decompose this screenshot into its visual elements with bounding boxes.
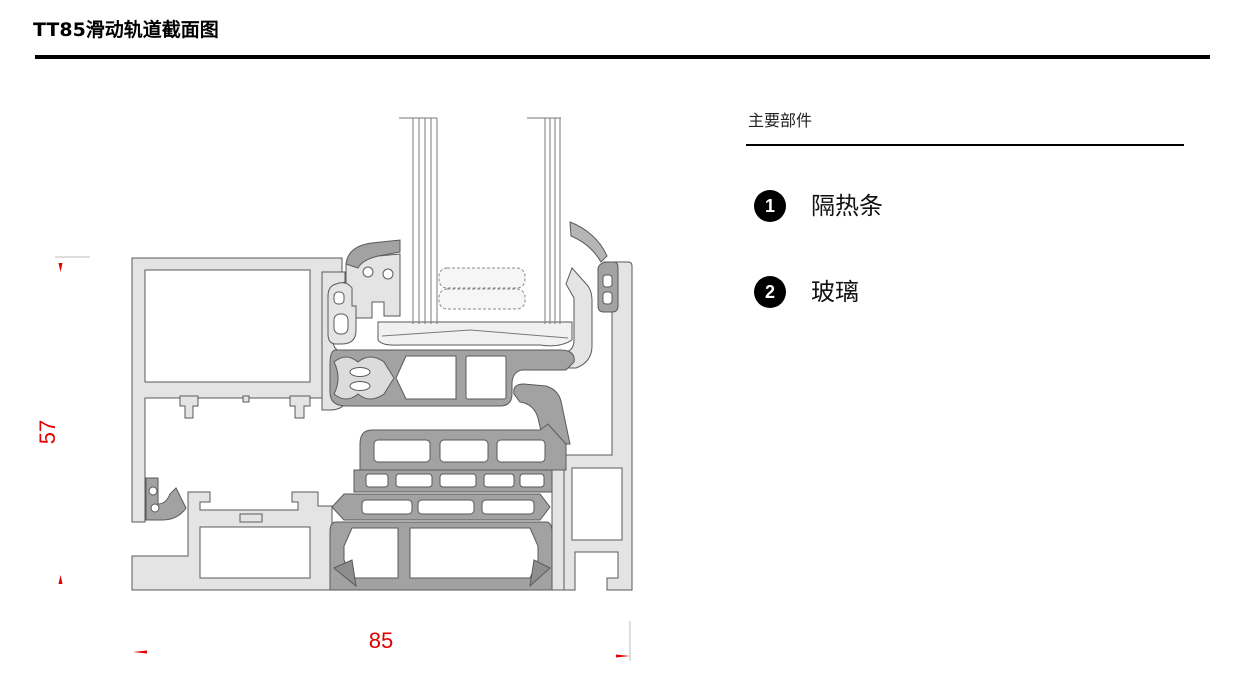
thermal-break-lower bbox=[331, 493, 551, 521]
thermal-break-chamber bbox=[409, 527, 539, 579]
header-divider bbox=[35, 55, 1210, 59]
gasket-hole bbox=[602, 274, 613, 288]
frame-rib bbox=[242, 395, 250, 403]
frame-chamber bbox=[144, 269, 311, 383]
sash-vertical-wall bbox=[513, 383, 571, 445]
component-item-glass: 2 玻璃 bbox=[754, 276, 859, 308]
thermal-break-base bbox=[329, 521, 553, 591]
thermal-break-chamber bbox=[483, 473, 515, 488]
thermal-break-chamber bbox=[439, 473, 477, 488]
thermal-break-middle bbox=[353, 469, 553, 493]
thermal-break-chamber bbox=[395, 473, 433, 488]
thermal-break-chamber bbox=[361, 499, 413, 515]
thermal-break-upper bbox=[359, 423, 567, 471]
gasket-hole bbox=[148, 486, 158, 496]
glazing-setting-block bbox=[377, 321, 573, 347]
frame-bottom-profile bbox=[131, 491, 333, 591]
glass-pane-right bbox=[527, 117, 561, 324]
frame-bottom-chamber bbox=[199, 526, 311, 579]
frame-right-chamber bbox=[571, 467, 623, 541]
width-arrow-right bbox=[616, 654, 630, 658]
components-divider bbox=[746, 144, 1184, 146]
thermal-break-chamber bbox=[373, 439, 431, 463]
thermal-break-clip bbox=[529, 559, 551, 588]
component-number-badge: 1 bbox=[754, 190, 786, 222]
sash-chamber bbox=[465, 355, 507, 400]
sash-right-strip bbox=[551, 469, 565, 591]
seal-hole bbox=[349, 367, 371, 377]
glass-pane-left bbox=[399, 117, 438, 324]
glass-spacer bbox=[438, 267, 526, 310]
seal-hole bbox=[349, 381, 371, 391]
spacer-lower bbox=[438, 288, 526, 310]
page-title: TT85滑动轨道截面图 bbox=[33, 19, 219, 41]
sash-gasket-left bbox=[327, 239, 401, 345]
width-dimension: 85 bbox=[133, 621, 631, 661]
width-arrow-left bbox=[133, 650, 147, 654]
component-label: 玻璃 bbox=[811, 278, 859, 306]
gasket-hole bbox=[602, 291, 613, 305]
width-dimension-label: 85 bbox=[369, 628, 393, 653]
height-dimension: 57 bbox=[35, 256, 90, 584]
frame-right-profile bbox=[561, 261, 633, 591]
frame-left-profile bbox=[131, 257, 346, 523]
thermal-break-clip bbox=[333, 559, 357, 588]
sash-inner-seal bbox=[327, 282, 357, 345]
setting-block bbox=[377, 321, 573, 347]
sash-chamber bbox=[395, 355, 457, 400]
component-number-badge: 2 bbox=[754, 276, 786, 308]
gasket-hole bbox=[150, 503, 160, 513]
thermal-break-chamber bbox=[439, 439, 489, 463]
sash-upper-profile bbox=[329, 349, 575, 407]
section-drawing: 57 85 bbox=[35, 117, 633, 661]
thermal-break-chamber bbox=[496, 439, 546, 463]
seal-hole bbox=[333, 291, 345, 305]
height-arrow-bottom bbox=[58, 575, 63, 584]
bead-body bbox=[547, 267, 593, 369]
sash-glazing-bead bbox=[547, 221, 608, 369]
gasket-hole bbox=[382, 268, 394, 280]
frame-gasket-left bbox=[145, 477, 187, 521]
height-arrow-top bbox=[58, 263, 63, 272]
frame-bottom-tab bbox=[239, 513, 263, 523]
gasket-hole bbox=[362, 266, 374, 278]
thermal-break-chamber bbox=[417, 499, 475, 515]
gasket-cap bbox=[345, 239, 401, 269]
thermal-break-chamber bbox=[481, 499, 535, 515]
components-heading: 主要部件 bbox=[748, 111, 813, 130]
thermal-break-chamber bbox=[365, 473, 389, 488]
spacer-upper bbox=[438, 267, 526, 289]
component-item-thermal-break: 1 隔热条 bbox=[754, 190, 883, 222]
frame-hook bbox=[179, 395, 199, 419]
frame-right-body bbox=[561, 261, 633, 591]
seal-hole bbox=[333, 313, 349, 335]
setting-block-line bbox=[381, 329, 569, 339]
sash-seal bbox=[333, 356, 395, 400]
thermal-break-chamber bbox=[519, 473, 545, 488]
frame-hook bbox=[289, 395, 311, 419]
height-dimension-label: 57 bbox=[35, 420, 60, 444]
bead-lip bbox=[569, 221, 608, 263]
gasket-body bbox=[145, 477, 187, 521]
component-label: 隔热条 bbox=[811, 192, 883, 220]
